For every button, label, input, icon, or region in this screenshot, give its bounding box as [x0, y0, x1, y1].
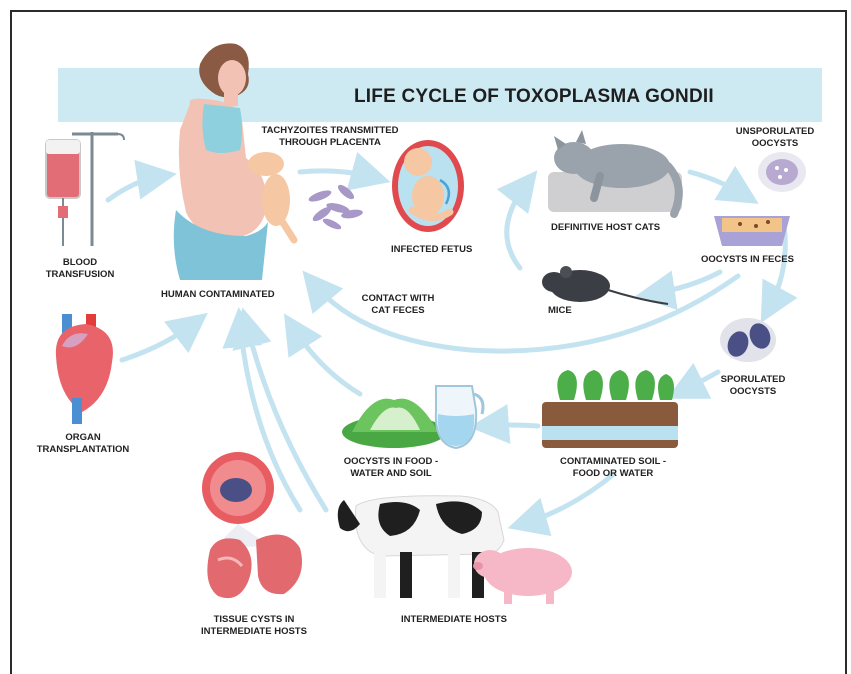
label-oocysts-in-feces: OOCYSTS IN FECES — [701, 254, 794, 266]
fetus-icon — [392, 140, 464, 232]
label-oocysts-in-food: OOCYSTS IN FOOD - WATER AND SOIL — [336, 456, 446, 480]
label-line: OOCYSTS IN FOOD - — [336, 456, 446, 468]
arrow-organ-to-human — [122, 322, 196, 360]
litter-box-icon — [714, 216, 790, 246]
label-unsporulated-oocysts: UNSPORULATED OOCYSTS — [735, 126, 815, 150]
label-line: SPORULATED — [713, 374, 793, 386]
tissue-cyst-icon — [202, 452, 274, 548]
heart-icon — [56, 314, 113, 424]
label-definitive-host-cats: DEFINITIVE HOST CATS — [551, 222, 660, 234]
label-human-contaminated: HUMAN CONTAMINATED — [161, 289, 275, 301]
label-sporulated-oocysts: SPORULATED OOCYSTS — [713, 374, 793, 398]
label-organ-transplantation: ORGAN TRANSPLANTATION — [28, 432, 138, 456]
label-intermediate-hosts: INTERMEDIATE HOSTS — [401, 614, 507, 626]
arrow-soil-to-food — [484, 425, 538, 426]
water-jug-icon — [436, 386, 483, 448]
cat-icon — [548, 130, 682, 214]
label-tachyzoites: TACHYZOITES TRANSMITTED THROUGH PLACENTA — [250, 125, 410, 149]
label-line: OOCYSTS — [735, 138, 815, 150]
label-line: THROUGH PLACENTA — [250, 137, 410, 149]
pig-icon — [473, 548, 572, 604]
label-blood-transfusion: BLOOD TRANSFUSION — [40, 257, 120, 281]
label-line: WATER AND SOIL — [336, 468, 446, 480]
label-contact-with-cat-feces: CONTACT WITH CAT FECES — [348, 293, 448, 317]
mouse-icon — [542, 266, 668, 304]
pregnant-woman-icon — [174, 43, 294, 280]
arrow-cats-to-unspor — [690, 172, 746, 196]
tachyzoites-icon — [307, 183, 363, 232]
unsporulated-oocyst-icon — [758, 152, 806, 192]
cow-icon — [338, 496, 504, 598]
arrow-litter-to-mice — [650, 272, 720, 294]
label-line: UNSPORULATED — [735, 126, 815, 138]
label-line: TRANSFUSION — [40, 269, 120, 281]
sporulated-oocyst-icon — [720, 318, 776, 362]
label-mice: MICE — [548, 305, 572, 317]
label-contaminated-soil: CONTAMINATED SOIL - FOOD OR WATER — [546, 456, 680, 480]
label-line: TISSUE CYSTS IN — [194, 614, 314, 626]
label-infected-fetus: INFECTED FETUS — [391, 244, 472, 256]
label-line: CONTACT WITH — [348, 293, 448, 305]
blood-bag-icon — [46, 132, 124, 246]
lettuce-icon — [342, 399, 446, 448]
label-tissue-cysts: TISSUE CYSTS IN INTERMEDIATE HOSTS — [194, 614, 314, 638]
label-line: CONTAMINATED SOIL - — [546, 456, 680, 468]
soil-plants-icon — [542, 370, 678, 448]
label-line: OOCYSTS — [713, 386, 793, 398]
arrow-loop-to-cats — [507, 182, 528, 268]
arrow-blood-to-human — [108, 176, 162, 200]
label-line: TRANSPLANTATION — [28, 444, 138, 456]
arrow-human-to-fetus — [300, 171, 376, 178]
label-line: CAT FECES — [348, 305, 448, 317]
label-line: INTERMEDIATE HOSTS — [194, 626, 314, 638]
label-line: BLOOD — [40, 257, 120, 269]
arrow-food-to-human — [292, 326, 360, 394]
arrow-soil-to-hosts — [522, 474, 614, 524]
label-line: FOOD OR WATER — [546, 468, 680, 480]
label-line: ORGAN — [28, 432, 138, 444]
label-line: TACHYZOITES TRANSMITTED — [250, 125, 410, 137]
